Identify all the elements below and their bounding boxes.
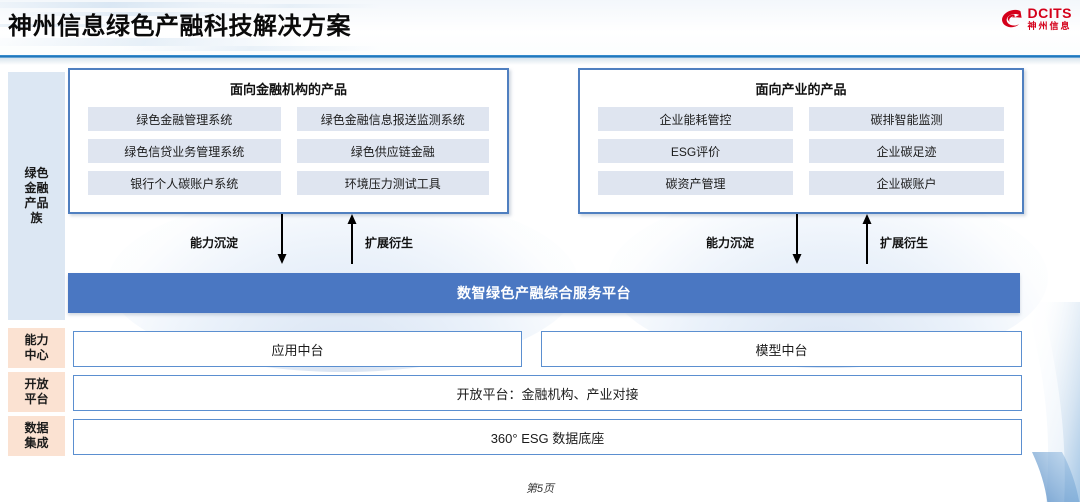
header-divider <box>0 55 1080 58</box>
page-number: 第5页 <box>525 483 555 495</box>
brand-logo-text: DCITS 神州信息 <box>1028 6 1073 31</box>
product-chip[interactable]: 绿色信贷业务管理系统 <box>88 139 281 163</box>
sidebar-item-label: 开放 平台 <box>24 377 49 406</box>
product-chip[interactable]: 绿色金融信息报送监测系统 <box>296 107 489 131</box>
product-chip[interactable]: 企业碳足迹 <box>809 139 1004 163</box>
header-divider-shadow <box>0 58 1080 65</box>
slide-header: 神州信息绿色产融科技解决方案 DCITS 神州信息 <box>0 0 1080 58</box>
platform-bar[interactable]: 数智绿色产融综合服务平台 <box>68 273 1020 313</box>
flow-label-down: 能力沉淀 <box>190 236 239 250</box>
product-chip[interactable]: 企业能耗管控 <box>598 107 793 131</box>
flow-band-right: 能力沉淀 扩展衍生 <box>610 214 1030 276</box>
capability-box-label: 模型中台 <box>755 342 808 358</box>
flow-label-up: 扩展衍生 <box>880 236 929 250</box>
dcits-swoosh-icon <box>1000 8 1024 30</box>
product-chip[interactable]: ESG评价 <box>598 139 793 163</box>
sidebar-item-green-finance-products[interactable]: 绿色 金融 产品 族 <box>8 72 65 320</box>
header-streak-decoration <box>118 46 382 51</box>
sidebar-item-capability-center[interactable]: 能力 中心 <box>8 328 65 368</box>
product-chip[interactable]: 绿色金融管理系统 <box>88 107 281 131</box>
product-chip[interactable]: 碳资产管理 <box>598 171 793 195</box>
panel-product-grid: 企业能耗管控 碳排智能监测 ESG评价 企业碳足迹 碳资产管理 企业碳账户 <box>580 98 1022 195</box>
arrow-down-icon <box>790 214 804 264</box>
product-chip[interactable]: 碳排智能监测 <box>809 107 1004 131</box>
panel-title: 面向金融机构的产品 <box>229 82 347 97</box>
panel-title: 面向产业的产品 <box>755 82 847 97</box>
data-foundation-box[interactable]: 360° ESG 数据底座 <box>73 419 1022 455</box>
platform-bar-label: 数智绿色产融综合服务平台 <box>457 285 631 301</box>
open-platform-label: 开放平台：金融机构、产业对接 <box>456 386 639 402</box>
capability-box-application-midplatform[interactable]: 应用中台 <box>73 331 522 367</box>
brand-name-cn: 神州信息 <box>1027 21 1072 31</box>
sidebar-item-label: 能力 中心 <box>24 333 49 362</box>
flow-label-up: 扩展衍生 <box>365 236 414 250</box>
arrow-up-icon <box>345 214 359 264</box>
brand-name-en: DCITS <box>1027 5 1072 21</box>
sidebar-item-data-integration[interactable]: 数据 集成 <box>8 416 65 456</box>
open-platform-box[interactable]: 开放平台：金融机构、产业对接 <box>73 375 1022 411</box>
capability-box-label: 应用中台 <box>271 342 324 358</box>
brand-logo: DCITS 神州信息 <box>1000 6 1073 31</box>
sidebar-item-label: 数据 集成 <box>24 421 49 450</box>
product-chip[interactable]: 企业碳账户 <box>809 171 1004 195</box>
product-chip[interactable]: 绿色供应链金融 <box>296 139 489 163</box>
capability-box-model-midplatform[interactable]: 模型中台 <box>541 331 1022 367</box>
panel-industry-products: 面向产业的产品 企业能耗管控 碳排智能监测 ESG评价 企业碳足迹 碳资产管理 … <box>578 68 1024 214</box>
panel-product-grid: 绿色金融管理系统 绿色金融信息报送监测系统 绿色信贷业务管理系统 绿色供应链金融… <box>70 98 507 195</box>
arrow-up-icon <box>860 214 874 264</box>
arrow-down-icon <box>275 214 289 264</box>
sidebar-item-label: 绿色 金融 产品 族 <box>24 166 49 225</box>
page-title: 神州信息绿色产融科技解决方案 <box>8 13 351 40</box>
panel-financial-institution-products: 面向金融机构的产品 绿色金融管理系统 绿色金融信息报送监测系统 绿色信贷业务管理… <box>68 68 509 214</box>
data-foundation-label: 360° ESG 数据底座 <box>490 430 605 446</box>
flow-label-down: 能力沉淀 <box>706 236 755 250</box>
product-chip[interactable]: 环境压力测试工具 <box>296 171 489 195</box>
product-chip[interactable]: 银行个人碳账户系统 <box>88 171 281 195</box>
flow-band-left: 能力沉淀 扩展衍生 <box>100 214 520 276</box>
sidebar-item-open-platform[interactable]: 开放 平台 <box>8 372 65 412</box>
